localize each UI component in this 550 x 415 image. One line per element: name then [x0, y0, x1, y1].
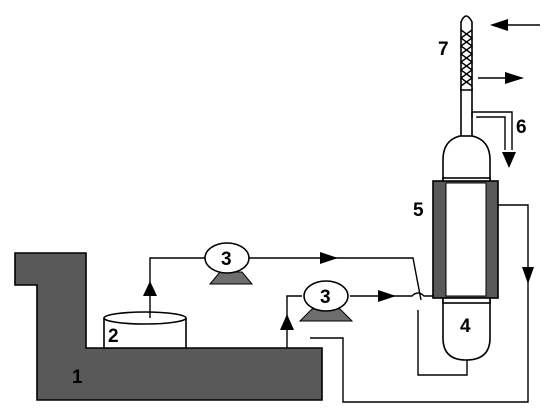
flow-arrow-up-2	[280, 314, 294, 330]
label-flask: 4	[460, 316, 471, 337]
condenser-column	[459, 15, 474, 91]
coolant-out-arrow	[505, 72, 524, 84]
upper-pump	[204, 242, 254, 285]
tank-vessel	[14, 252, 323, 401]
outlet-side-arm	[471, 111, 513, 150]
label-pump-upper: 3	[221, 249, 232, 270]
lower-feed-line	[286, 292, 436, 348]
lower-pump	[298, 280, 354, 322]
flow-arrow-up-1	[143, 281, 157, 296]
label-outlet: 6	[516, 117, 527, 138]
flow-arrow-down-2	[502, 152, 516, 168]
heating-jacket	[432, 180, 499, 299]
label-column: 7	[438, 39, 449, 60]
flask-drain-line	[417, 310, 468, 376]
column-upper-bulb	[442, 134, 491, 181]
return-line	[310, 204, 529, 403]
label-pump-lower: 3	[320, 287, 331, 308]
label-tank: 1	[72, 367, 83, 388]
flow-arrow-down-1	[522, 267, 534, 284]
cylinder-container	[103, 311, 187, 349]
reaction-flask	[442, 299, 491, 361]
label-cylinder: 2	[108, 326, 119, 347]
upper-feed-line	[149, 257, 422, 318]
flow-arrow-right-1	[320, 252, 338, 264]
coolant-in-arrow	[490, 19, 508, 31]
flow-arrow-right-2	[378, 290, 396, 302]
column-neck	[460, 87, 473, 137]
label-jacket: 5	[413, 200, 424, 221]
